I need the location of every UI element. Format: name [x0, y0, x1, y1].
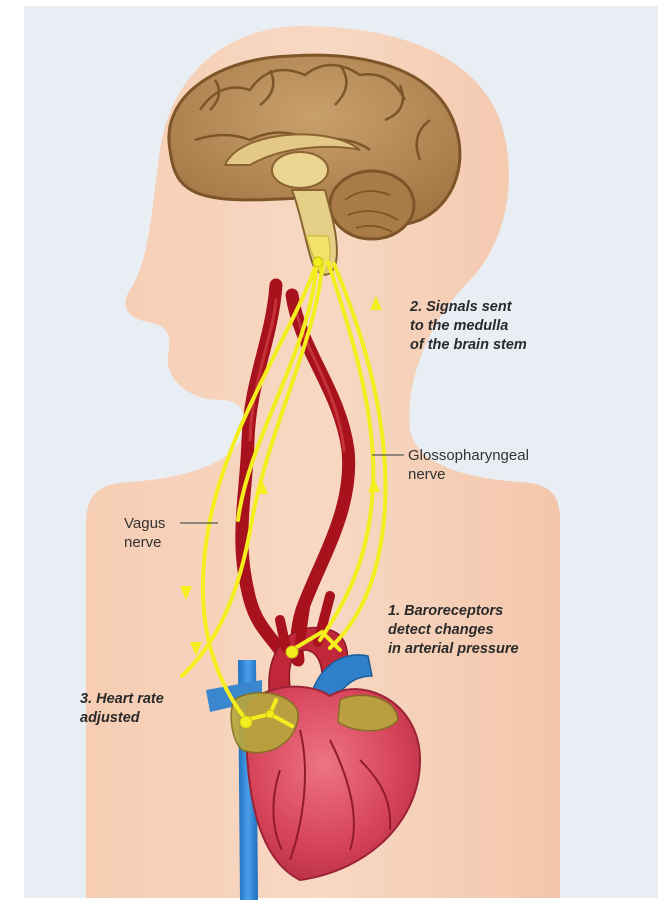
- label-baroreceptors: 1. Baroreceptors detect changes in arter…: [388, 602, 519, 659]
- baroreceptor-node: [286, 646, 298, 658]
- thalamus: [272, 152, 328, 188]
- sa-node: [240, 716, 252, 728]
- label-signals-sent: 2. Signals sent to the medulla of the br…: [410, 298, 527, 355]
- cerebellum: [330, 171, 414, 239]
- av-node: [266, 710, 274, 718]
- label-vagus-nerve: Vagus nerve: [124, 514, 165, 552]
- label-glossopharyngeal-nerve: Glossopharyngeal nerve: [408, 446, 529, 484]
- medulla-node: [313, 257, 323, 267]
- label-heart-rate-adjusted: 3. Heart rate adjusted: [80, 690, 164, 728]
